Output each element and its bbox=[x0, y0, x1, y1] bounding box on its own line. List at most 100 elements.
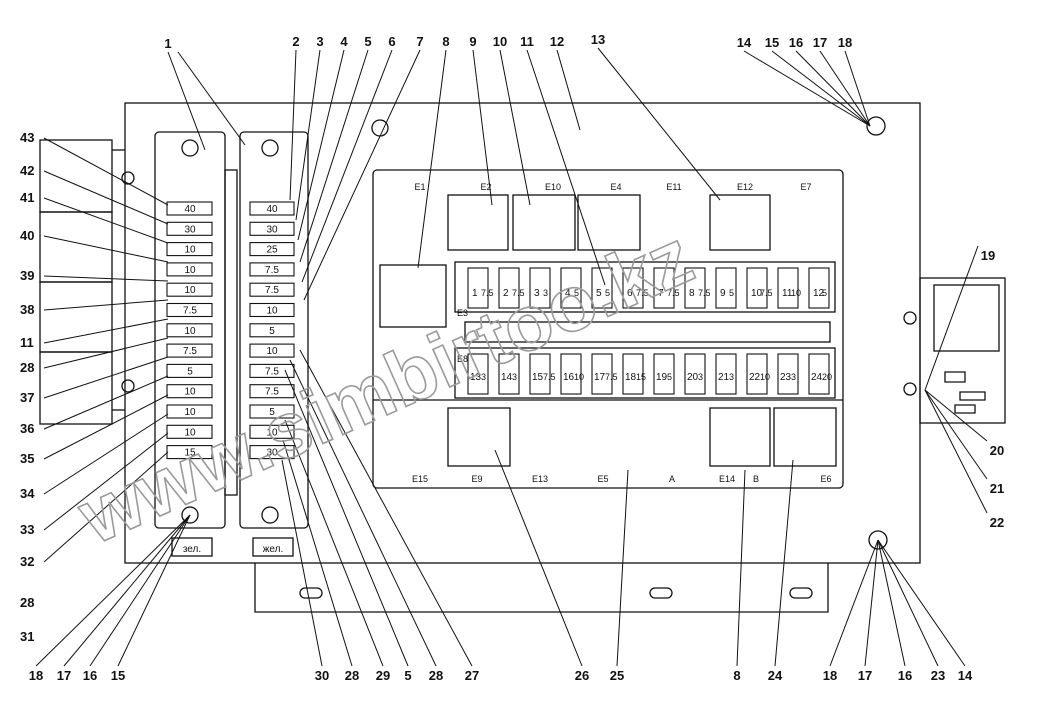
watermark: www.simbirtoo.kz bbox=[65, 212, 705, 561]
panel-fuse-number: 22 bbox=[749, 372, 761, 383]
carrier-fuse bbox=[166, 343, 213, 358]
panel-fuse bbox=[746, 353, 768, 395]
panel-fuse-number: 7 bbox=[658, 288, 664, 299]
panel-fuse-number: 3 bbox=[534, 288, 540, 299]
carrier-fuse-rating: 5 bbox=[269, 407, 275, 418]
panel-fuse-rating: 3 bbox=[512, 372, 517, 382]
panel-fuse-number: 14 bbox=[501, 372, 513, 383]
callout-bottom: 16 bbox=[898, 668, 912, 683]
callout-bottom: 8 bbox=[733, 668, 740, 683]
callout-bottom: 24 bbox=[768, 668, 783, 683]
callout-bottom: 17 bbox=[858, 668, 872, 683]
panel-fuse-number: 6 bbox=[627, 288, 633, 299]
callout-bottom: 28 bbox=[429, 668, 443, 683]
leader-line bbox=[281, 459, 323, 667]
leader-line bbox=[924, 245, 979, 391]
panel-fuse-number: 24 bbox=[811, 372, 823, 383]
panel-fuse bbox=[591, 353, 613, 395]
carrier-fuse-rating: 10 bbox=[184, 387, 196, 398]
leader-line bbox=[43, 170, 169, 225]
carrier-fuse-rating: 10 bbox=[184, 326, 196, 337]
leader-line bbox=[295, 49, 321, 221]
carrier-fuse-rating: 7.5 bbox=[265, 285, 279, 296]
panel-fuse bbox=[560, 353, 582, 395]
leader-line bbox=[89, 514, 191, 667]
carrier-fuse-rating: 30 bbox=[184, 224, 196, 235]
panel-fuse bbox=[777, 353, 799, 395]
panel-fuse bbox=[777, 267, 799, 309]
callout-left: 40 bbox=[20, 228, 34, 243]
carrier-fuse bbox=[249, 343, 295, 358]
callout-left: 43 bbox=[20, 130, 34, 145]
leader-line bbox=[303, 49, 421, 301]
leader-line bbox=[844, 50, 871, 127]
relay-label: E5 bbox=[597, 474, 608, 484]
panel-fuse-number: 8 bbox=[689, 288, 695, 299]
row-label: E3 bbox=[457, 308, 468, 318]
bottom-bracket bbox=[254, 563, 829, 613]
relay-label: E13 bbox=[532, 474, 548, 484]
relay-label: B bbox=[753, 474, 759, 484]
carrier-fuse-rating: 7.5 bbox=[265, 366, 279, 377]
panel-fuse-number: 17 bbox=[594, 372, 606, 383]
carrier-fuse-rating: 7.5 bbox=[265, 387, 279, 398]
leader-line bbox=[795, 50, 871, 127]
panel-fuse bbox=[653, 353, 675, 395]
panel-fuse-rating: 3 bbox=[791, 372, 796, 382]
callout-left: 11 bbox=[20, 335, 34, 350]
panel-fuse-number: 1 bbox=[472, 288, 478, 299]
carrier-fuse bbox=[166, 323, 213, 338]
panel-fuse-number: 2 bbox=[503, 288, 509, 299]
panel-fuse bbox=[653, 267, 675, 309]
leader-line bbox=[284, 419, 384, 667]
panel-fuse-rating: 3 bbox=[543, 288, 548, 298]
carrier-fuse bbox=[249, 242, 295, 257]
panel-fuse-rating: 7.5 bbox=[760, 288, 773, 298]
panel-fuse-rating: 15 bbox=[636, 372, 646, 382]
panel-fuse-number: 9 bbox=[720, 288, 726, 299]
callout-bottom: 18 bbox=[29, 668, 43, 683]
leader-line bbox=[499, 49, 531, 206]
panel-fuse bbox=[622, 353, 644, 395]
leader-line bbox=[117, 514, 191, 667]
panel-fuse-rating: 3 bbox=[729, 372, 734, 382]
relay-label: E14 bbox=[719, 474, 735, 484]
panel-fuse-rating: 5 bbox=[822, 288, 827, 298]
carrier-fuse bbox=[166, 445, 213, 460]
relay-panel bbox=[372, 169, 844, 489]
panel-fuse bbox=[715, 353, 737, 395]
leader-line bbox=[43, 235, 169, 263]
panel-fuse-number: 11 bbox=[782, 288, 793, 299]
callout-bottom: 16 bbox=[83, 668, 97, 683]
callout-left: 36 bbox=[20, 421, 34, 436]
callout-bottom: 23 bbox=[931, 668, 945, 683]
leader-line bbox=[43, 413, 169, 495]
carrier-fuse bbox=[166, 384, 213, 399]
leader-line bbox=[299, 349, 473, 667]
carrier-fuse-rating: 10 bbox=[184, 265, 196, 276]
carrier-label-right: жел. bbox=[263, 544, 284, 555]
panel-fuse bbox=[591, 267, 613, 309]
callout-top: 16 bbox=[789, 35, 803, 50]
carrier-fuse bbox=[166, 221, 213, 236]
carrier-fuse bbox=[166, 282, 213, 297]
callout-bottom: 28 bbox=[345, 668, 359, 683]
carrier-fuse bbox=[249, 221, 295, 236]
relay-label: E15 bbox=[412, 474, 428, 484]
carrier-fuse-rating: 7.5 bbox=[183, 346, 197, 357]
callout-top: 15 bbox=[765, 35, 779, 50]
callout-left: 38 bbox=[20, 302, 34, 317]
callout-bottom: 29 bbox=[376, 668, 390, 683]
leader-line bbox=[289, 49, 297, 201]
callout-top: 10 bbox=[493, 34, 507, 49]
panel-fuse bbox=[529, 267, 551, 309]
panel-fuse-rating: 5 bbox=[574, 288, 579, 298]
callout-left: 28 bbox=[20, 360, 34, 375]
panel-fuse bbox=[467, 353, 489, 395]
panel-fuse bbox=[529, 353, 551, 395]
carrier-fuse-rating: 15 bbox=[184, 448, 196, 459]
right-connector bbox=[903, 277, 1006, 424]
callout-bottom: 26 bbox=[575, 668, 589, 683]
panel-fuse-rating: 5 bbox=[605, 288, 610, 298]
